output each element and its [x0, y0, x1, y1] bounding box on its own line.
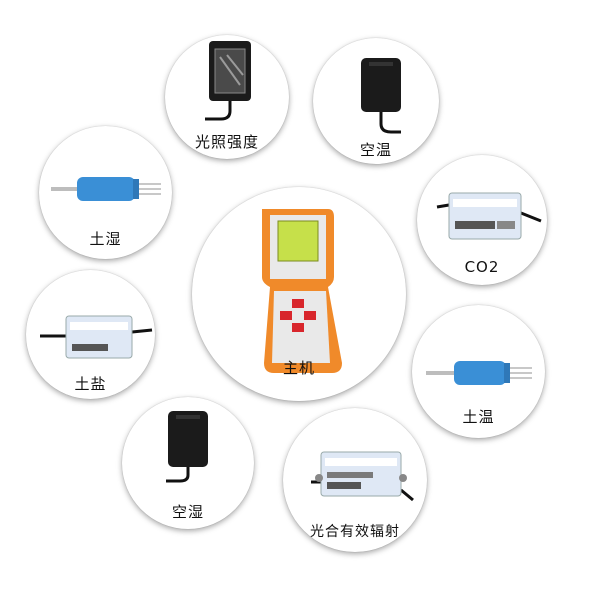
node-soil-salt-sensor[interactable]: 土盐 — [26, 270, 155, 399]
co2-sensor-icon — [436, 192, 542, 240]
co2-sensor-label: CO2 — [464, 258, 500, 276]
soil-moisture-sensor-label: 土湿 — [89, 230, 122, 248]
light-sensor-icon — [205, 41, 251, 121]
air-humidity-sensor-label: 空湿 — [171, 503, 204, 521]
node-soil-moisture-sensor[interactable]: 土湿 — [39, 126, 172, 259]
soil-moisture-sensor-icon — [51, 177, 161, 201]
host-device-icon — [262, 209, 342, 373]
host-label: 主机 — [282, 359, 315, 377]
node-co2-sensor[interactable]: CO2 — [417, 155, 547, 285]
node-air-temp-sensor[interactable]: 空温 — [313, 38, 439, 164]
node-air-humidity-sensor[interactable]: 空湿 — [122, 397, 254, 529]
soil-temp-sensor-icon — [426, 361, 532, 385]
soil-temp-sensor-label: 土温 — [462, 408, 495, 426]
node-par-sensor[interactable]: 光合有效辐射 — [283, 408, 427, 552]
air-temp-sensor-label: 空温 — [359, 141, 392, 159]
light-sensor-label: 光照强度 — [194, 133, 259, 151]
soil-salt-sensor-icon — [40, 315, 153, 359]
node-host[interactable]: 主机 — [192, 187, 406, 401]
node-soil-temp-sensor[interactable]: 土温 — [412, 305, 545, 438]
air-humidity-sensor-icon — [166, 411, 208, 483]
node-light-sensor[interactable]: 光照强度 — [165, 35, 289, 159]
par-sensor-label: 光合有效辐射 — [310, 524, 400, 540]
air-temp-sensor-icon — [361, 58, 401, 134]
soil-salt-sensor-label: 土盐 — [74, 375, 107, 393]
par-sensor-icon — [311, 451, 414, 502]
